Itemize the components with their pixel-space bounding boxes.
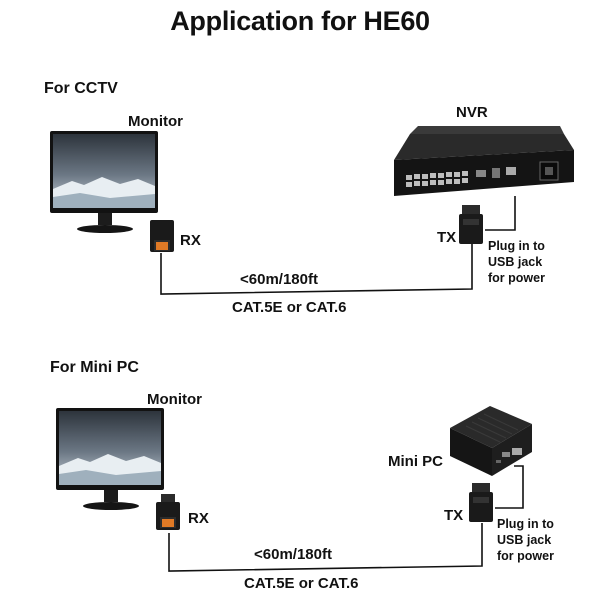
rx-adapter-icon <box>154 494 182 532</box>
minipc-power-note: Plug in to USB jack for power <box>497 516 554 564</box>
mini-pc-icon <box>446 404 534 484</box>
power-note-line: for power <box>488 271 545 285</box>
minipc-source-label: Mini PC <box>388 453 443 470</box>
minipc-tx-label: TX <box>444 507 464 524</box>
page-title: Application for HE60 <box>170 6 430 36</box>
cctv-distance: <60m/180ft <box>240 271 318 288</box>
power-note-line: Plug in to <box>497 517 554 531</box>
cctv-heading: For CCTV <box>44 80 118 97</box>
cctv-tx-label: TX <box>437 229 457 246</box>
monitor-icon <box>56 408 168 512</box>
minipc-heading: For Mini PC <box>50 359 139 376</box>
cctv-cable-type: CAT.5E or CAT.6 <box>232 299 347 316</box>
cctv-nvr-label: NVR <box>456 104 488 121</box>
monitor-icon <box>50 131 162 235</box>
nvr-icon <box>388 120 576 204</box>
minipc-cable-type: CAT.5E or CAT.6 <box>244 575 359 592</box>
tx-adapter-icon <box>466 483 496 525</box>
minipc-distance: <60m/180ft <box>254 546 332 563</box>
power-note-line: USB jack <box>488 255 543 269</box>
minipc-monitor-label: Monitor <box>147 391 202 408</box>
minipc-rx-label: RX <box>188 510 209 527</box>
tx-adapter-icon <box>456 205 486 247</box>
cctv-rx-label: RX <box>180 232 201 249</box>
cctv-monitor-label: Monitor <box>128 113 183 130</box>
power-note-line: Plug in to <box>488 239 545 253</box>
cctv-power-note: Plug in to USB jack for power <box>488 238 545 286</box>
power-note-line: USB jack <box>497 533 552 547</box>
power-note-line: for power <box>497 549 554 563</box>
rx-adapter-icon <box>148 220 176 254</box>
